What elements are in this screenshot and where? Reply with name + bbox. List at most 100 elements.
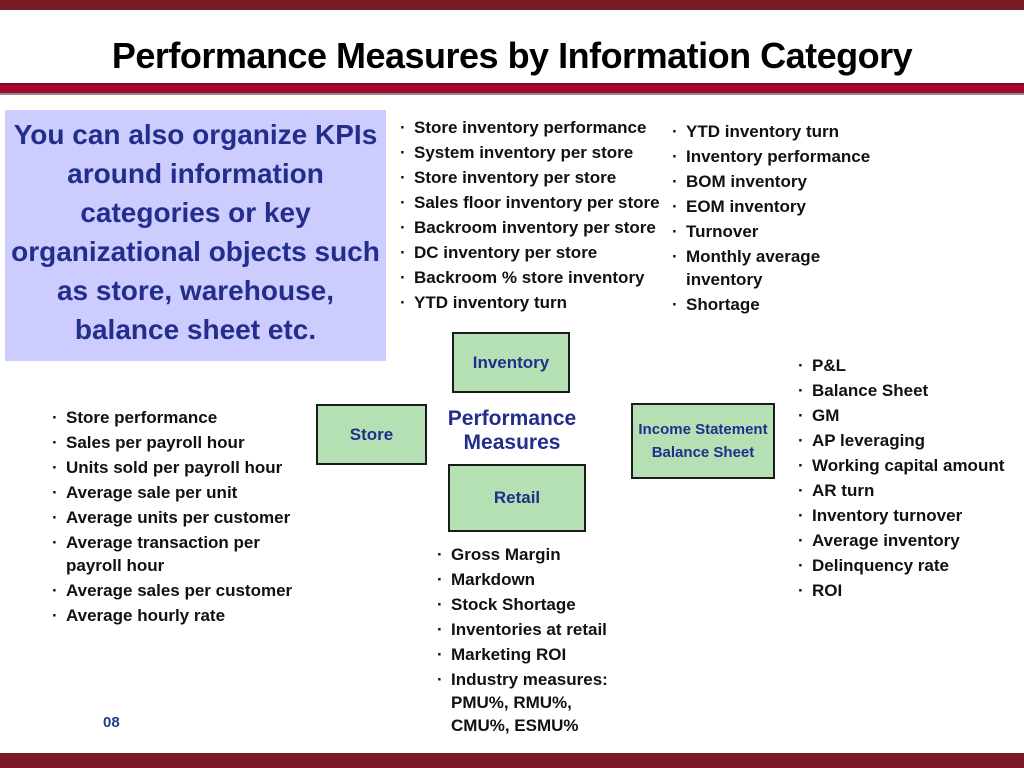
list-item: · Marketing ROI: [437, 643, 679, 666]
bullet-icon: ·: [798, 456, 804, 475]
list-item: · Delinquency rate: [798, 554, 1024, 577]
diagram-node-store: Store: [316, 404, 427, 465]
list-item: · DC inventory per store: [400, 241, 672, 264]
list-item: · Average inventory: [798, 529, 1024, 552]
list-item-label: GM: [812, 406, 840, 425]
list-item-label: Store performance: [66, 408, 218, 427]
list-item: · Working capital amount: [798, 454, 1024, 477]
list-item: · Monthly average inventory: [672, 245, 884, 291]
bullet-icon: ·: [400, 143, 406, 162]
bullet-icon: ·: [437, 620, 443, 639]
bullet-icon: ·: [400, 168, 406, 187]
list-item: ·Industry measures: PMU%, RMU%, CMU%, ES…: [437, 668, 679, 737]
list-item-label: Average sales per customer: [66, 581, 293, 600]
bullet-icon: ·: [400, 293, 406, 312]
bullet-icon: ·: [798, 581, 804, 600]
list-item: ·Store inventory performance: [400, 116, 672, 139]
list-item: ·Average hourly rate: [52, 604, 314, 627]
bullet-icon: ·: [672, 295, 678, 314]
bullet-icon: ·: [400, 243, 406, 262]
bullet-icon: ·: [798, 431, 804, 450]
list-item: · Inventories at retail: [437, 618, 679, 641]
bullet-icon: ·: [798, 406, 804, 425]
list-item: · Sales floor inventory per store: [400, 191, 672, 214]
list-item: · YTD inventory turn: [400, 291, 672, 314]
list-item-label: Average hourly rate: [66, 606, 226, 625]
page-title: Performance Measures by Information Cate…: [111, 35, 913, 76]
list-item-label: Turnover: [686, 222, 759, 241]
retail-measures-list: ·Gross Margin·Markdown·Stock Shortage·In…: [437, 543, 679, 739]
list-item: ·AR turn: [798, 479, 1024, 502]
inventory-category-list: · YTD inventory turn · Inventory performanc…: [672, 120, 884, 318]
bullet-icon: ·: [798, 531, 804, 550]
list-item: · Stock Shortage: [437, 593, 679, 616]
list-item: · Sales per payroll hour: [52, 431, 314, 454]
list-item-label: Backroom inventory per store: [414, 218, 656, 237]
list-item: · YTD inventory turn: [672, 120, 884, 143]
list-item-label: Balance Sheet: [812, 381, 929, 400]
list-item: ·Gross Margin: [437, 543, 679, 566]
list-item: · GM: [798, 404, 1024, 427]
bottom-accent-bar: [0, 753, 1024, 768]
bullet-icon: ·: [798, 481, 804, 500]
list-item-label: Shortage: [686, 295, 760, 314]
list-item-label: Working capital amount: [812, 456, 1005, 475]
list-item-label: Stock Shortage: [451, 595, 576, 614]
bullet-icon: ·: [672, 222, 678, 241]
bullet-icon: ·: [52, 533, 58, 552]
bullet-icon: ·: [672, 247, 678, 266]
list-item-label: P&L: [812, 356, 846, 375]
list-item: ·Backroom % store inventory: [400, 266, 672, 289]
diagram-center-label: Performance Measures: [447, 407, 577, 454]
list-item-label: Average transaction per payroll hour: [66, 533, 260, 575]
list-item-label: Delinquency rate: [812, 556, 949, 575]
list-item: · P&L: [798, 354, 1024, 377]
title-underline-rule: [0, 83, 1024, 95]
bullet-icon: ·: [798, 506, 804, 525]
bullet-icon: ·: [400, 268, 406, 287]
list-item-label: YTD inventory turn: [686, 122, 840, 141]
bullet-icon: ·: [52, 508, 58, 527]
store-measures-list: · Store performance · Sales per payroll hou…: [52, 406, 314, 629]
bullet-icon: ·: [52, 433, 58, 452]
list-item-label: Marketing ROI: [451, 645, 567, 664]
list-item-label: Sales per payroll hour: [66, 433, 245, 452]
list-item: ·Balance Sheet: [798, 379, 1024, 402]
bullet-icon: ·: [52, 483, 58, 502]
bullet-icon: ·: [437, 645, 443, 664]
list-item: · Turnover: [672, 220, 884, 243]
list-item-label: Monthly average inventory: [686, 247, 821, 289]
bullet-icon: ·: [400, 218, 406, 237]
list-item-label: BOM inventory: [686, 172, 807, 191]
list-item-label: Store inventory per store: [414, 168, 617, 187]
list-item: · System inventory per store: [400, 141, 672, 164]
bullet-icon: ·: [400, 193, 406, 212]
list-item-label: Industry measures: PMU%, RMU%, CMU%, ESM…: [451, 670, 608, 735]
list-item-label: Markdown: [451, 570, 536, 589]
bullet-icon: ·: [798, 356, 804, 375]
list-item-label: System inventory per store: [414, 143, 634, 162]
list-item: · Store inventory per store: [400, 166, 672, 189]
bullet-icon: ·: [672, 122, 678, 141]
list-item: · Backroom inventory per store: [400, 216, 672, 239]
list-item: · BOM inventory: [672, 170, 884, 193]
list-item-label: YTD inventory turn: [414, 293, 568, 312]
bullet-icon: ·: [437, 545, 443, 564]
list-item: · Average units per customer: [52, 506, 314, 529]
list-item: · Average sale per unit: [52, 481, 314, 504]
bullet-icon: ·: [798, 556, 804, 575]
bullet-icon: ·: [437, 595, 443, 614]
list-item: ·Units sold per payroll hour: [52, 456, 314, 479]
list-item-label: Sales floor inventory per store: [414, 193, 660, 212]
list-item-label: Inventories at retail: [451, 620, 607, 639]
bullet-icon: ·: [672, 172, 678, 191]
bullet-icon: ·: [52, 458, 58, 477]
list-item-label: Inventory performance: [686, 147, 871, 166]
list-item-label: Average inventory: [812, 531, 960, 550]
list-item-label: DC inventory per store: [414, 243, 598, 262]
intro-callout-box: You can also organize KPIs around inform…: [5, 110, 386, 361]
bullet-icon: ·: [400, 118, 406, 137]
list-item: ·Markdown: [437, 568, 679, 591]
list-item-label: Average units per customer: [66, 508, 291, 527]
list-item-label: Average sale per unit: [66, 483, 238, 502]
